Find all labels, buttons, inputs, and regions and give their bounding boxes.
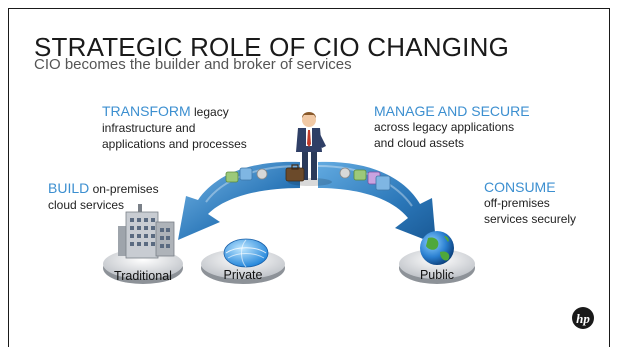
- frame-top: [8, 8, 610, 9]
- callout-consume-keyword: CONSUME: [484, 179, 556, 195]
- callout-consume: CONSUME off-premises services securely: [484, 179, 576, 227]
- label-public: Public: [419, 268, 455, 282]
- page-subtitle: CIO becomes the builder and broker of se…: [34, 56, 352, 73]
- frame-left: [8, 8, 9, 347]
- callout-manage-line1: across legacy applications: [374, 120, 515, 134]
- callout-build: BUILD on-premises cloud services: [48, 180, 159, 213]
- briefcase-icon: [285, 164, 305, 182]
- callout-manage-keyword: MANAGE AND SECURE: [374, 103, 530, 119]
- callout-transform: TRANSFORM legacy infrastructure and appl…: [102, 103, 247, 152]
- callout-transform-line1: legacy: [194, 105, 229, 119]
- callout-transform-line2: infrastructure and: [102, 121, 196, 135]
- callout-build-line2: cloud services: [48, 198, 125, 212]
- traditional-platform: [103, 249, 183, 284]
- label-private: Private: [223, 268, 263, 282]
- hp-logo-icon: hp: [572, 307, 594, 329]
- page-title: STRATEGIC ROLE OF CIO CHANGING: [34, 32, 510, 62]
- callout-consume-line2: services securely: [484, 212, 577, 226]
- callout-transform-line3: applications and processes: [102, 137, 247, 151]
- svg-text:hp: hp: [576, 311, 590, 326]
- app-icons-left: [225, 167, 268, 183]
- callout-consume-line1: off-premises: [484, 196, 550, 210]
- label-traditional: Traditional: [114, 269, 172, 283]
- cloud-globe-icon: [223, 238, 269, 268]
- earth-globe-icon: [420, 231, 454, 265]
- callout-build-line1: on-premises: [92, 182, 159, 196]
- callout-manage-line2: and cloud assets: [374, 136, 465, 150]
- callout-transform-keyword: TRANSFORM: [102, 103, 191, 119]
- left-arrow: [178, 161, 301, 240]
- frame-right: [609, 8, 610, 347]
- building-icon: [118, 204, 175, 259]
- callout-build-keyword: BUILD: [48, 180, 90, 196]
- callout-manage: MANAGE AND SECURE across legacy applicat…: [374, 103, 530, 151]
- app-icons-right: [339, 167, 391, 191]
